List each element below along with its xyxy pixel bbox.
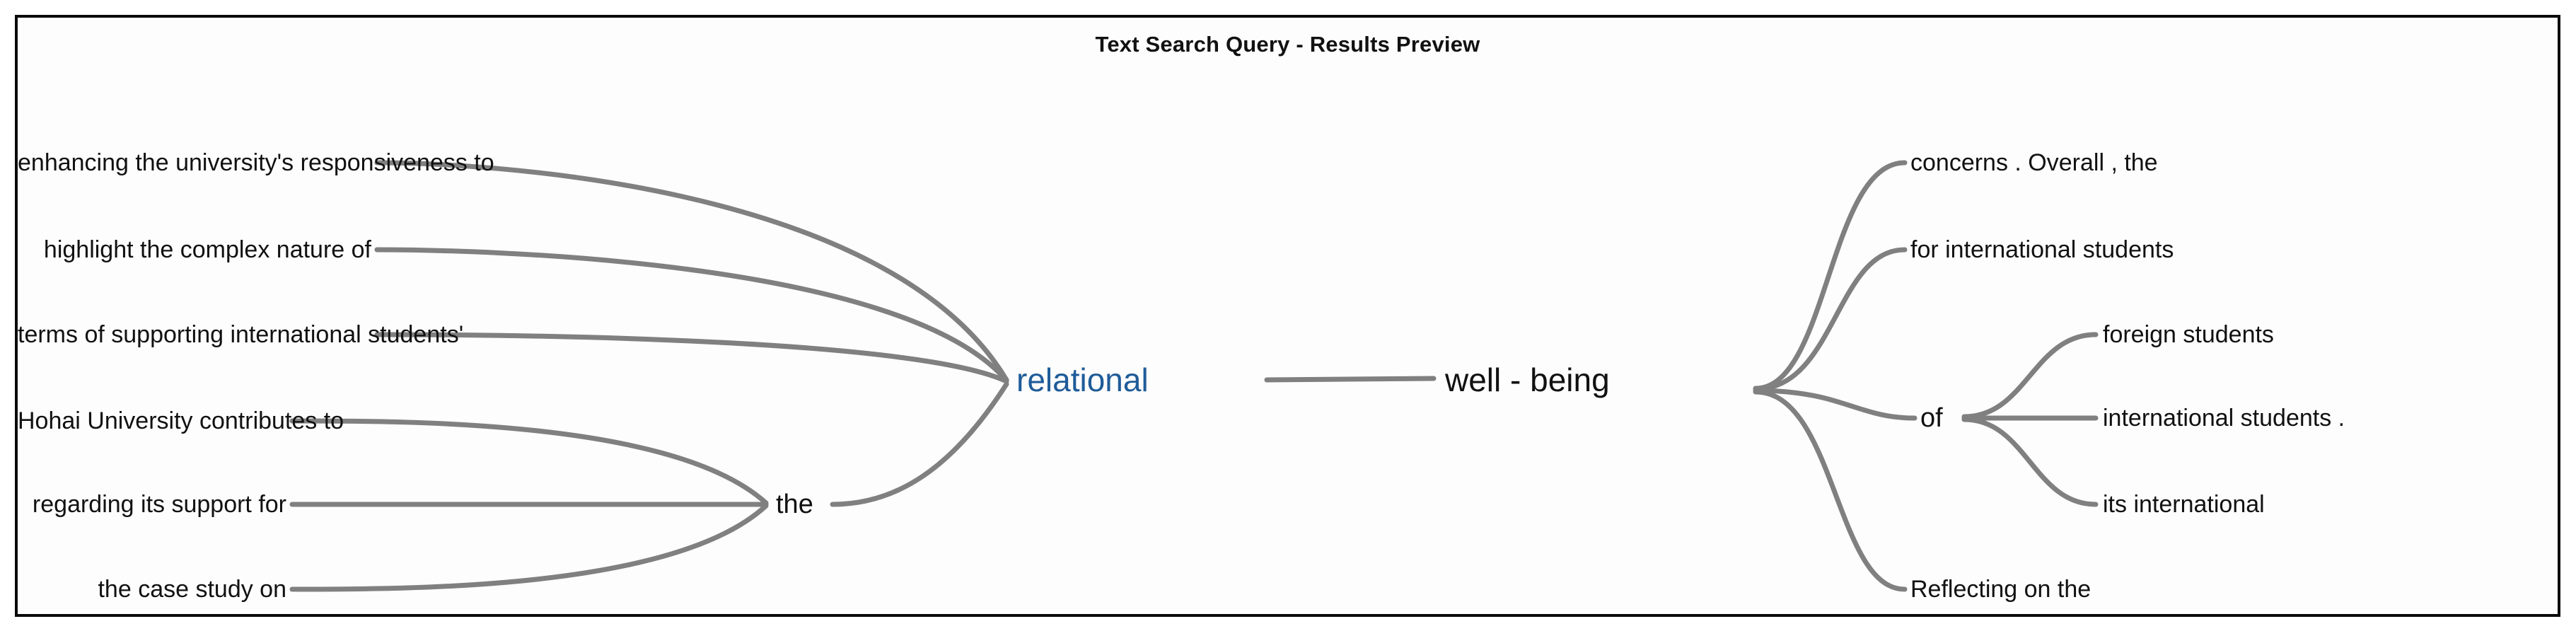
right-context-phrase-2[interactable]: for international students: [1910, 236, 2174, 263]
left-context-phrase-2[interactable]: highlight the complex nature of: [43, 236, 371, 263]
edge-left-the-3: [289, 503, 769, 592]
edge-head-right-1: [1753, 160, 1908, 391]
search-term-node[interactable]: relational: [1016, 361, 1149, 398]
right-subcontext-phrase-1[interactable]: foreign students: [2103, 321, 2274, 348]
edge-head-right-2: [1753, 247, 1908, 392]
collocate-node-well-being[interactable]: well - being: [1445, 361, 1610, 398]
edge-root-to-head: [1264, 376, 1437, 383]
panel-canvas: Text Search Query - Results Preview: [18, 18, 2558, 614]
edge-the-to-root: [830, 381, 1009, 507]
edge-head-right-4: [1753, 389, 1908, 592]
results-preview-panel: Text Search Query - Results Preview: [15, 15, 2560, 617]
left-context-phrase-3[interactable]: terms of supporting international studen…: [18, 321, 464, 348]
edge-left-direct-1: [374, 160, 1009, 383]
edge-left-the-1: [289, 418, 769, 506]
left-context-phrase-4[interactable]: Hohai University contributes to: [18, 407, 344, 434]
edge-left-direct-2: [374, 247, 1009, 383]
left-context-phrase-5[interactable]: regarding its support for: [32, 491, 286, 518]
edge-of-sub-3: [1961, 417, 2099, 507]
word-tree-edges: [289, 160, 2099, 592]
edge-head-right-3: [1753, 388, 1918, 421]
right-branch-node-of[interactable]: of: [1920, 403, 1943, 433]
left-context-phrase-6[interactable]: the case study on: [98, 576, 286, 603]
right-context-phrase-3[interactable]: Reflecting on the: [1910, 576, 2091, 603]
right-context-phrase-1[interactable]: concerns . Overall , the: [1910, 149, 2158, 176]
page-title: Text Search Query - Results Preview: [1095, 32, 1480, 57]
right-subcontext-phrase-2[interactable]: international students .: [2103, 405, 2345, 432]
edge-left-direct-3: [374, 332, 1009, 384]
left-context-phrase-1[interactable]: enhancing the university's responsivenes…: [18, 149, 494, 176]
edge-of-sub-1: [1961, 332, 2099, 419]
left-branch-node-the[interactable]: the: [776, 490, 813, 519]
right-subcontext-phrase-3[interactable]: its international: [2103, 491, 2265, 518]
